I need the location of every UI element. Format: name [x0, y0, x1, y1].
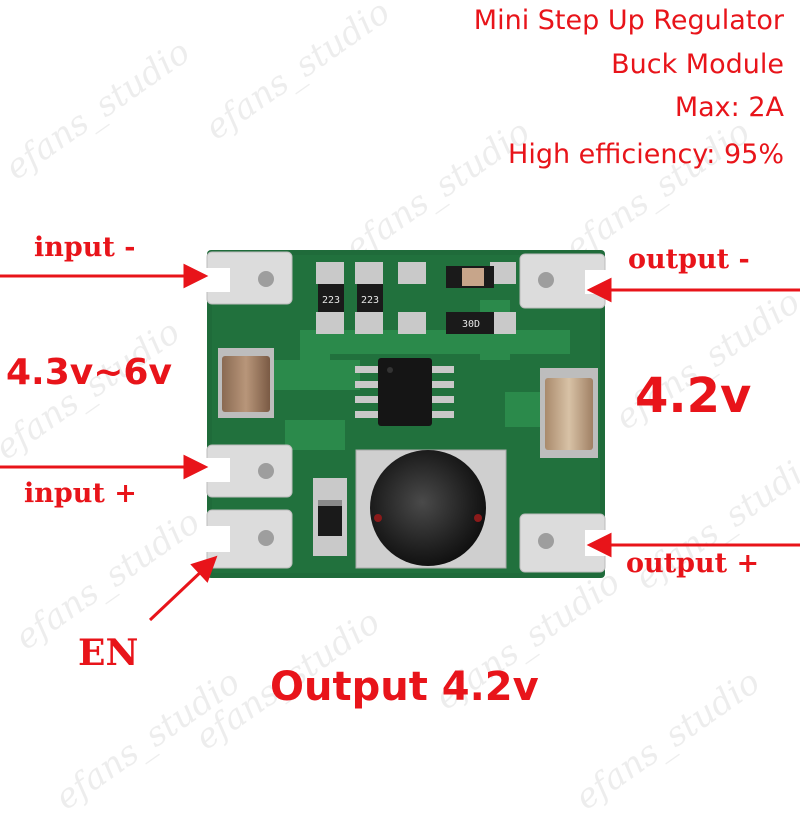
label-output-plus: output + — [626, 548, 760, 579]
label-enable: EN — [78, 632, 139, 674]
pcb-traces — [270, 300, 570, 450]
spec-efficiency: High efficiency: 95% — [508, 139, 784, 170]
pcb-module-illustration: 223 223 30D — [0, 250, 800, 622]
resistor-2-mark: 223 — [361, 295, 379, 306]
output-pads — [519, 253, 606, 573]
diode — [313, 478, 347, 556]
output-capacitor — [540, 368, 598, 458]
label-input-plus: input + — [24, 478, 137, 509]
resistor-1-mark: 223 — [322, 295, 340, 306]
spec-max-current: Max: 2A — [674, 92, 784, 123]
label-input-minus: input - — [34, 232, 136, 263]
output-caption: Output 4.2v — [270, 664, 539, 710]
ic-chip — [355, 358, 454, 426]
input-capacitor — [218, 348, 274, 418]
label-output-minus: output - — [628, 244, 750, 275]
input-voltage-range: 4.3v~6v — [6, 352, 172, 393]
pin-arrows — [0, 263, 800, 622]
smd-pads — [316, 262, 516, 334]
pad-holes — [258, 271, 274, 546]
spec-module-type: Buck Module — [611, 49, 784, 80]
inductor — [355, 449, 507, 569]
smd-resistors — [318, 266, 494, 334]
output-voltage: 4.2v — [635, 368, 752, 424]
resistor-3-mark: 30D — [462, 319, 480, 330]
spec-title: Mini Step Up Regulator — [473, 5, 784, 36]
